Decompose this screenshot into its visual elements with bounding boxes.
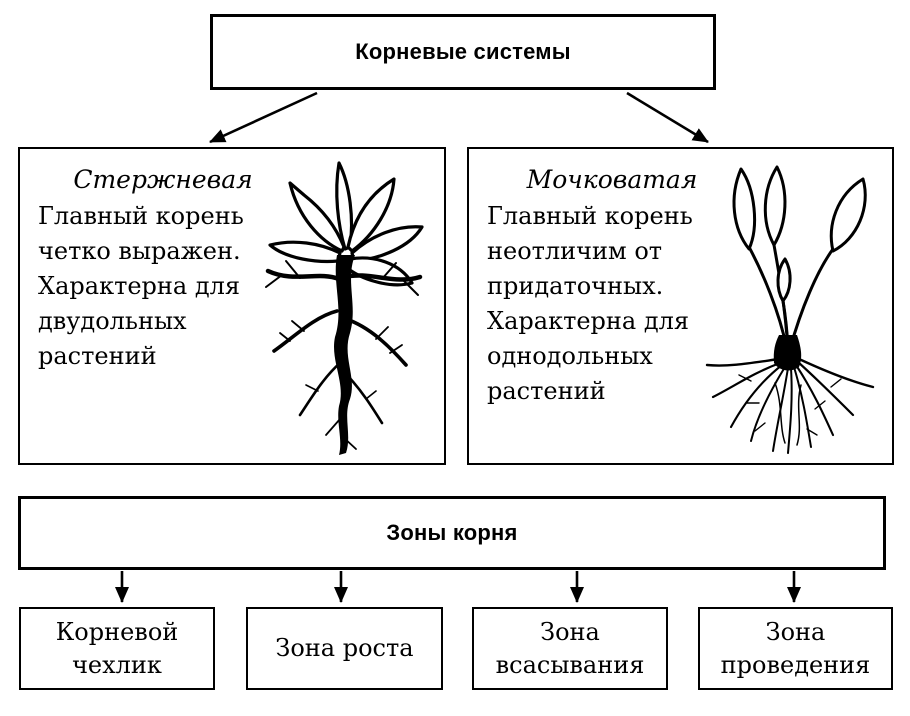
zone-box-conduction: Зона проведения xyxy=(698,607,893,690)
fibrous-system-description: Главный корень неотличим от придаточных.… xyxy=(487,202,693,405)
zone-label-growth: Зона роста xyxy=(275,634,414,662)
taproot-plant-illustration xyxy=(265,161,424,455)
zone-box-root-cap: Корневой чехлик xyxy=(19,607,215,690)
taproot-system-panel: Стержневая Главный корень четко выражен.… xyxy=(18,147,446,465)
root-systems-title: Корневые системы xyxy=(355,39,571,64)
fibrous-system-name: Мочковатая xyxy=(526,165,698,194)
taproot-system-description: Главный корень четко выражен. Характерна… xyxy=(38,202,244,370)
fibrous-system-panel: Мочковатая Главный корень неотличим от п… xyxy=(467,147,894,465)
zone-box-absorption: Зона всасывания xyxy=(472,607,668,690)
zone-label-conduction: Зона проведения xyxy=(720,617,871,679)
zone-label-absorption: Зона всасывания xyxy=(495,617,645,679)
taproot-system-name: Стержневая xyxy=(73,165,253,194)
zone-box-growth: Зона роста xyxy=(246,607,443,690)
root-systems-title-box: Корневые системы xyxy=(210,14,716,90)
root-zones-title: Зоны корня xyxy=(386,520,518,545)
root-zones-title-box: Зоны корня xyxy=(18,496,886,570)
fibrous-root-plant-illustration xyxy=(705,165,875,454)
zone-label-root-cap: Корневой чехлик xyxy=(55,617,179,679)
